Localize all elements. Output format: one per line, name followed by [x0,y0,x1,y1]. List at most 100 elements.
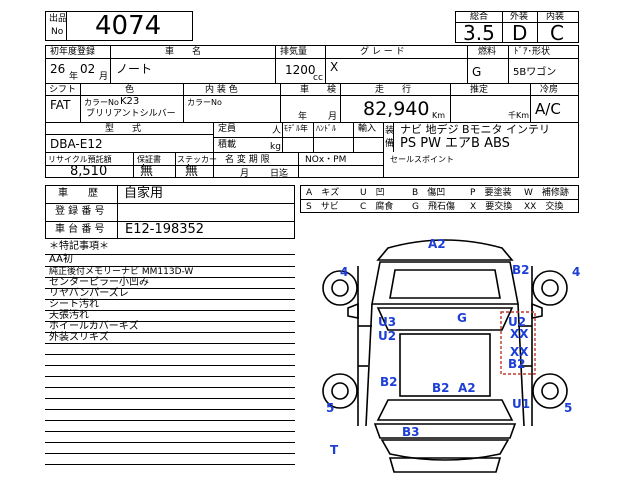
shift-value: FAT [50,98,71,112]
year-unit: 年 [69,72,79,82]
color-label: 色 [125,85,135,95]
history-value: 自家用 [124,186,164,201]
warranty-value: 無 [140,164,154,179]
color-no-label: カラーNo [84,98,119,107]
note-line: ホイールカバーキズ [49,321,139,332]
note-line: 外装スリキズ [49,332,109,343]
equip-label-1: 装 [385,126,395,136]
exterior-grade: D [512,21,528,45]
recycle-value: 8,510 [70,164,108,179]
legend-c: C 腐食 [360,202,394,212]
inspection-label: 車 検 [300,85,337,95]
equipment-line-1: ナビ 地デジ Bモニタ インテリ [400,123,551,136]
car-name-label: 車 名 [165,47,202,57]
month-unit: 月 [99,72,109,82]
first-reg-label: 初年度登録 [50,47,96,57]
first-reg-month: 02 [80,62,96,76]
cc-unit: cc [313,73,323,83]
sticker-value: 無 [185,164,199,179]
legend-u: U 凹 [360,188,385,198]
mark-u2-right: U2 [508,315,526,329]
mark-u1: U1 [512,397,530,411]
equip-label-2: 備 [385,139,395,149]
legend-a: A キズ [306,188,340,198]
import-label: 輸入 [358,124,377,134]
mark-4-right: 4 [572,265,580,279]
interior-color-label: 内 装 色 [205,85,238,95]
grade-value: X [330,60,339,74]
nox-label: NOx・PM [305,155,347,165]
note-line: シート汚れ [49,299,99,310]
note-line: AA初 [49,254,73,265]
score-box [455,11,579,43]
hand-label: 推定 [470,85,489,95]
int-color-no-label: カラーNo [187,98,222,107]
shift-label: シフト [49,85,77,95]
sticker-label: ステッカー [177,155,217,164]
vin-value: E12-198352 [125,222,205,237]
displacement-value: 1200 [285,63,316,77]
load-label: 積載 [218,140,237,150]
mark-5-right: 5 [564,401,572,415]
legend-x: X 要交換 [470,202,513,212]
mileage-label: 走 行 [375,85,412,95]
model-value: DBA-E12 [50,137,103,151]
overall-score: 3.5 [463,21,495,45]
kg-unit: kg [270,142,281,152]
mark-b2-left-rear: B2 [380,375,398,389]
mark-4-left: 4 [340,265,348,279]
steering-label: ﾊﾝﾄﾞﾙ [316,124,336,133]
recycle-label: リサイクル預託額 [48,155,112,164]
insp-year-unit: 年 [298,112,308,122]
history-box [45,185,295,239]
mark-a2-rear: A2 [458,381,476,395]
note-line: 天張汚れ [49,310,89,321]
mark-b2-right-rear: B2 [508,357,526,371]
thousand-km-unit: 千Km [508,111,530,120]
name-change-label: 名 変 期 限 [225,155,270,165]
mileage-value: 82,940 [363,98,430,120]
grade-label: グ レ ー ド [360,47,405,57]
door-shape-value: 5Bワゴン [513,67,557,78]
mark-5-left: 5 [326,401,334,415]
color-name: ブリリアントシルバー [86,109,176,119]
legend-s: S サビ [306,202,339,212]
displacement-label: 排気量 [280,47,308,57]
fuel-label: 燃料 [478,47,497,57]
legend-w: W 補修跡 [524,188,569,198]
interior-label: 内装 [546,12,565,22]
sales-point-label: セールスポイント [390,155,454,164]
lot-label-bottom: No [51,27,64,37]
car-name: ノート [116,62,153,76]
km-unit: Km [432,111,446,120]
mark-xx-1: XX [510,327,529,341]
reg-no-label: 登 録 番 号 [55,206,105,217]
equipment-line-2: PS PW エアB ABS [400,136,510,151]
mark-b2-right-front: B2 [512,263,530,277]
car-damage-diagram: A2 4 4 B2 U3 U2 G U2 XX XX B2 B2 B2 A2 U… [322,237,580,473]
legend-xx: XX 交換 [524,202,564,212]
history-label: 車 歴 [58,188,98,199]
first-reg-year: 26 [50,62,66,76]
model-label: 型 式 [105,124,142,134]
legend-g: G 飛石傷 [412,202,456,212]
note-line: リヤバンパーズレ [49,288,129,299]
door-shape-label: ﾄﾞｱ･形状 [514,47,551,57]
exterior-label: 外装 [510,12,529,22]
ac-label: 冷房 [540,85,559,95]
note-line: 純正後付メモリーナビ MM113D-W [49,267,194,277]
interior-grade: C [550,21,564,45]
spec-table [45,45,579,178]
mark-u2-left: U2 [378,329,396,343]
mark-b3: B3 [402,425,420,439]
fuel-value: G [472,65,482,79]
model-year-label: ﾓﾃﾞﾙ年 [284,124,308,133]
ac-value: A/C [535,100,561,118]
capacity-label: 定員 [218,124,237,134]
lot-box [45,11,193,41]
insp-month-unit: 月 [328,112,338,122]
deadline-day-unit: 日迄 [270,169,289,179]
color-no-value: K23 [120,96,140,107]
mark-g-roof: G [457,311,467,325]
score-label: 総合 [470,12,489,22]
